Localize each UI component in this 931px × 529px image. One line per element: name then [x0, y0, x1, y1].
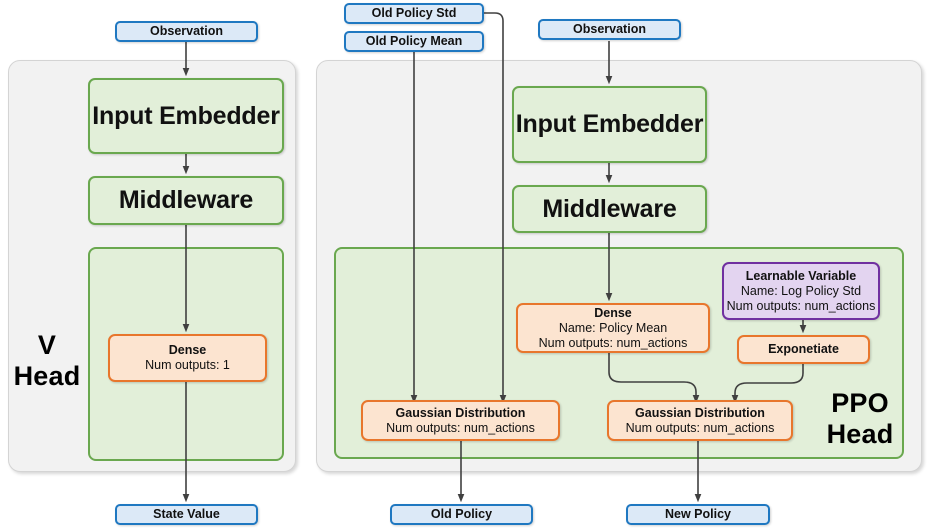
ppo-head-gaussian-new[interactable]: Gaussian Distribution Num outputs: num_a…	[607, 400, 793, 441]
gaussian-old-num-outputs: Num outputs: num_actions	[386, 420, 535, 435]
old-policy-label: Old Policy	[430, 507, 493, 521]
ppo-head-dense-policy-mean[interactable]: Dense Name: Policy Mean Num outputs: num…	[516, 303, 710, 353]
v-head-label-line2: Head	[13, 361, 81, 391]
v-head-dense-title: Dense	[168, 343, 207, 357]
old-policy-mean-label: Old Policy Mean	[365, 34, 463, 48]
learnable-variable-name: Name: Log Policy Std	[740, 283, 862, 298]
ppo-head-middleware[interactable]: Middleware	[512, 185, 707, 233]
v-head-label-line1: V	[37, 330, 57, 360]
observation-ppo-label: Observation	[573, 22, 646, 36]
learnable-variable-title: Learnable Variable	[745, 268, 857, 283]
new-policy-label: New Policy	[665, 507, 731, 521]
ppo-head-input-embedder-label: Input Embedder	[515, 110, 704, 138]
state-value-label: State Value	[153, 507, 220, 521]
v-head-input-embedder[interactable]: Input Embedder	[88, 78, 284, 154]
old-policy-std-box[interactable]: Old Policy Std	[344, 3, 484, 24]
v-head-input-embedder-label: Input Embedder	[92, 101, 280, 130]
dense-policy-mean-name: Name: Policy Mean	[558, 320, 668, 335]
observation-ppo-box[interactable]: Observation	[538, 19, 681, 40]
dense-policy-mean-num-outputs: Num outputs: num_actions	[538, 335, 688, 350]
gaussian-old-title: Gaussian Distribution	[395, 405, 526, 420]
old-policy-mean-box[interactable]: Old Policy Mean	[344, 31, 484, 52]
ppo-head-label: PPO Head	[815, 388, 905, 450]
ppo-head-label-line1: PPO	[831, 388, 889, 418]
v-head-dense-num-outputs: Num outputs: 1	[145, 358, 230, 372]
v-head-middleware[interactable]: Middleware	[88, 176, 284, 225]
ppo-head-middleware-label: Middleware	[542, 194, 677, 223]
gaussian-new-title: Gaussian Distribution	[635, 405, 765, 420]
v-head-dense[interactable]: Dense Num outputs: 1	[108, 334, 267, 382]
exponetiate-label: Exponetiate	[768, 342, 839, 356]
ppo-head-input-embedder[interactable]: Input Embedder	[512, 86, 707, 163]
learnable-variable-num-outputs: Num outputs: num_actions	[726, 298, 876, 313]
gaussian-new-num-outputs: Num outputs: num_actions	[625, 420, 775, 435]
v-head-label: V Head	[10, 330, 84, 392]
new-policy-box[interactable]: New Policy	[626, 504, 770, 525]
ppo-head-gaussian-old[interactable]: Gaussian Distribution Num outputs: num_a…	[361, 400, 560, 441]
old-policy-std-label: Old Policy Std	[371, 6, 457, 20]
observation-v-box[interactable]: Observation	[115, 21, 258, 42]
state-value-box[interactable]: State Value	[115, 504, 258, 525]
dense-policy-mean-title: Dense	[594, 305, 632, 320]
old-policy-box[interactable]: Old Policy	[390, 504, 533, 525]
ppo-head-exponetiate[interactable]: Exponetiate	[737, 335, 870, 364]
v-head-middleware-label: Middleware	[118, 186, 254, 214]
ppo-head-label-line2: Head	[826, 419, 894, 449]
observation-v-label: Observation	[150, 24, 223, 38]
ppo-head-learnable-variable[interactable]: Learnable Variable Name: Log Policy Std …	[722, 262, 880, 320]
